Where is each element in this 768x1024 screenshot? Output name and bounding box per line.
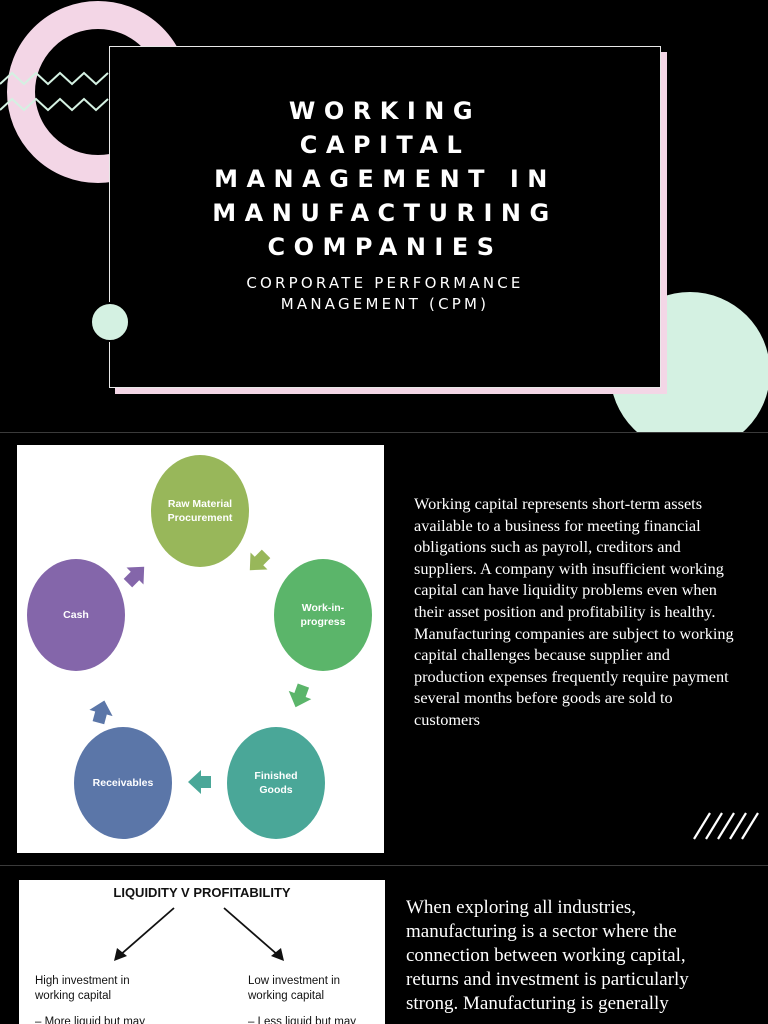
node-label: Cash (63, 609, 89, 621)
cycle-node-receivables: Receivables (74, 727, 172, 839)
slide-separator (0, 865, 768, 866)
presentation-subtitle: CORPORATE PERFORMANCE MANAGEMENT (CPM) (110, 273, 660, 315)
node-label: Receivables (92, 777, 154, 789)
high-investment-label: High investment in working capital (35, 975, 130, 1002)
node-label: Finished Goods (254, 770, 298, 796)
title-line: WORKING (288, 97, 482, 125)
title-line: COMPANIES (267, 233, 503, 261)
slash-lines-shape (693, 812, 759, 840)
arrow-icon (288, 683, 312, 708)
high-investment-note: – More liquid but may (35, 1016, 145, 1024)
manufacturing-paragraph: When exploring all industries, manufactu… (406, 897, 689, 1014)
zigzag-top-shape (0, 71, 109, 86)
slide-separator (0, 432, 768, 433)
arrow-icon (89, 700, 113, 725)
zigzag-bottom-shape (0, 97, 109, 112)
subtitle-line: MANAGEMENT (CPM) (280, 295, 490, 313)
liquidity-profitability-slide: LIQUIDITY V PROFITABILITY High investmen… (0, 866, 768, 1024)
subtitle-line: CORPORATE PERFORMANCE (246, 274, 524, 292)
cycle-node-work-in-progress: Work-in-progress (274, 559, 372, 671)
image-title: LIQUIDITY V PROFITABILITY (113, 885, 291, 900)
working-capital-cycle-diagram: Raw Material Procurement Work-in-progres… (17, 445, 384, 853)
arrow-icon (123, 566, 145, 588)
cycle-arrows (89, 549, 312, 794)
arrow-icon (188, 770, 211, 794)
title-box: WORKING CAPITAL MANAGEMENT IN MANUFACTUR… (109, 46, 661, 388)
title-line: MANAGEMENT IN (214, 165, 556, 193)
liquidity-profitability-image: LIQUIDITY V PROFITABILITY High investmen… (19, 880, 385, 1024)
cycle-node-cash: Cash (27, 559, 125, 671)
mint-dot-shape (90, 302, 130, 342)
working-capital-paragraph: Working capital represents short-term as… (414, 494, 734, 729)
node-label: Raw Material Procurement (167, 498, 233, 524)
title-line: CAPITAL (299, 131, 471, 159)
node-label: Work-in-progress (300, 602, 346, 628)
title-slide: WORKING CAPITAL MANAGEMENT IN MANUFACTUR… (0, 0, 768, 432)
title-line: MANUFACTURING (212, 199, 558, 227)
split-arrows (114, 907, 284, 961)
presentation-title: WORKING CAPITAL MANAGEMENT IN MANUFACTUR… (110, 94, 660, 264)
cycle-node-raw-material: Raw Material Procurement (151, 455, 249, 567)
low-investment-label: Low investment in working capital (248, 975, 341, 1002)
working-capital-slide: Raw Material Procurement Work-in-progres… (0, 433, 768, 865)
arrow-icon (249, 549, 271, 571)
low-investment-note: – Less liquid but may (248, 1016, 357, 1024)
cycle-node-finished-goods: Finished Goods (227, 727, 325, 839)
